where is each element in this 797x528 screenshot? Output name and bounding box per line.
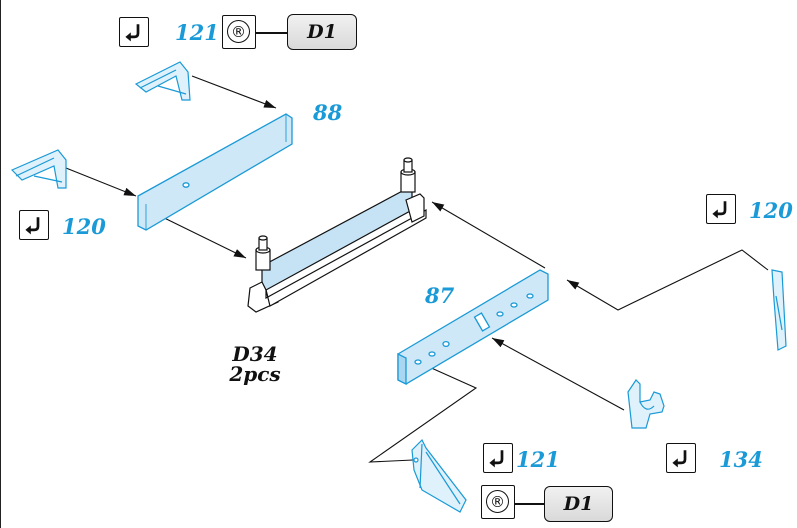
note-qty: 2pcs	[229, 362, 281, 386]
bracket-121-bottom	[411, 438, 467, 513]
d34-quantity-note: D34 2pcs	[220, 344, 290, 384]
post-right	[400, 157, 416, 193]
part-number-121-bottom: 121	[516, 447, 560, 472]
reg-connector	[514, 503, 544, 505]
part-number-120-left: 120	[62, 214, 106, 239]
step-icon	[483, 443, 513, 473]
note-part: D34	[232, 342, 278, 366]
bracket-120-right	[771, 269, 787, 351]
ref-badge-d1-top: D1	[287, 14, 357, 50]
part-87	[397, 269, 549, 386]
bend-arrow-icon	[712, 201, 727, 219]
part-88	[137, 113, 293, 231]
bend-arrow-icon	[25, 217, 40, 235]
bracket-120-left	[10, 149, 67, 189]
arrow-120-to-88	[65, 167, 137, 197]
part-number-134: 134	[719, 447, 763, 472]
arrow-120r-to-87	[566, 249, 769, 311]
bracket-134	[627, 379, 665, 429]
bracket-121-top	[134, 61, 191, 101]
registered-r-icon: ®	[227, 20, 250, 43]
step-icon	[19, 210, 49, 240]
page-left-border	[0, 0, 1, 528]
arrow-87-to-d34	[431, 201, 546, 269]
reg-connector	[255, 32, 287, 34]
arrow-121b-to-87	[368, 361, 478, 463]
post-left	[255, 235, 271, 271]
registration-mark: ®	[481, 485, 515, 519]
ref-badge-d1-bottom: D1	[544, 486, 613, 522]
bend-arrow-icon	[125, 24, 140, 42]
part-number-120-right: 120	[749, 198, 793, 223]
bend-arrow-icon	[672, 450, 687, 468]
step-icon	[666, 443, 696, 473]
part-d34	[247, 157, 427, 313]
registered-r-icon: ®	[486, 490, 509, 513]
part-number-88: 88	[313, 100, 343, 125]
arrow-121-to-88	[191, 75, 277, 109]
slot	[473, 312, 491, 332]
part-number-121-top: 121	[175, 20, 219, 45]
registration-mark: ®	[222, 15, 256, 49]
step-icon	[706, 194, 736, 224]
bend-arrow-icon	[489, 450, 504, 468]
leader-lines	[65, 75, 769, 463]
part-number-87: 87	[425, 283, 455, 308]
arrow-134-to-87	[491, 337, 625, 411]
step-icon	[119, 17, 149, 47]
